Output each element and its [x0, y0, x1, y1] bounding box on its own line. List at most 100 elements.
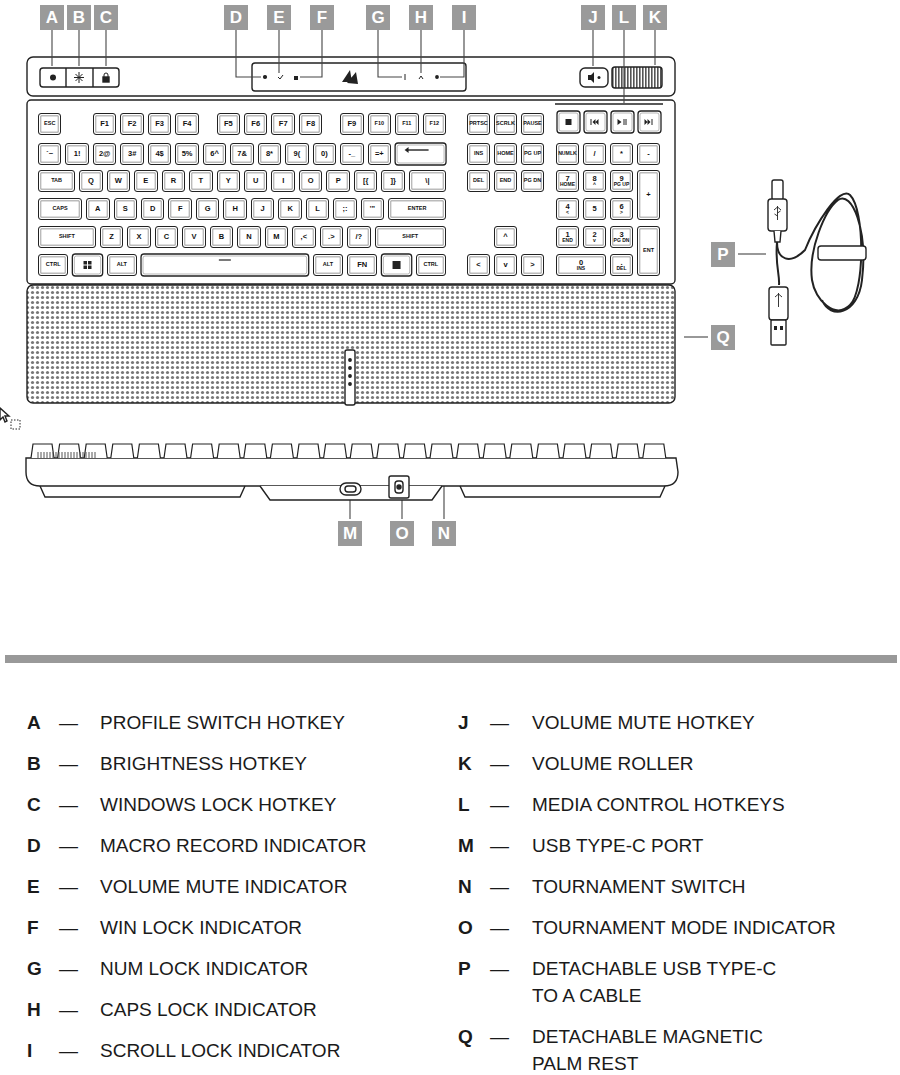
key-cap: J: [251, 198, 274, 220]
key-cap: >: [521, 254, 544, 276]
callout-box: B: [67, 5, 91, 30]
legend-letter: E: [27, 873, 40, 900]
legend-letter: L: [458, 791, 470, 818]
callout-letter: L: [619, 8, 629, 28]
callout-box: M: [338, 521, 362, 546]
key-cap: *: [610, 143, 633, 165]
key-label: END: [500, 178, 512, 184]
key-cap: 2v: [583, 226, 606, 248]
key-label: F9: [348, 120, 357, 128]
callout-box: P: [711, 242, 735, 267]
key-label: ]}: [390, 177, 395, 185]
legend-letter: D: [27, 832, 41, 859]
side-keycap: [403, 444, 426, 458]
key-cap: M: [265, 226, 288, 248]
callout-letter: E: [273, 8, 284, 28]
key-label: '": [370, 205, 375, 213]
callout-box: D: [224, 5, 248, 30]
key-cap: 6>: [610, 198, 633, 220]
callout-box: E: [267, 5, 291, 30]
key-cap: HOME: [494, 143, 517, 165]
key-label: -: [647, 150, 650, 158]
key-cap: NUMLK: [556, 143, 579, 165]
callout-box: O: [390, 521, 414, 546]
key-cap: F10: [368, 113, 391, 135]
key-cap: P: [326, 170, 349, 192]
key-cap: ^: [494, 226, 517, 248]
callout-letter: K: [649, 8, 661, 28]
side-roller: [86, 452, 87, 458]
key-cap: [395, 143, 446, 165]
key-label: W: [115, 177, 122, 185]
key-cap: N: [237, 226, 260, 248]
legend-dash: —: [59, 750, 78, 777]
legend-text: WINDOWS LOCK HOTKEY: [100, 791, 336, 818]
key-cap: O: [299, 170, 322, 192]
legend-letter: I: [27, 1037, 32, 1064]
key-cap: Q: [79, 170, 102, 192]
key-label: <: [566, 210, 569, 215]
key-label: PG DN: [614, 238, 630, 243]
key-top: [586, 113, 605, 131]
key-cap: 1END: [556, 226, 579, 248]
side-keycap: [457, 444, 480, 458]
key-icon: [84, 261, 88, 265]
callout-letter: I: [462, 8, 467, 28]
side-keycap: [563, 444, 586, 458]
legend-letter: O: [458, 914, 473, 941]
side-keycap: [84, 444, 107, 458]
key-cap: PAUSE: [521, 113, 544, 135]
side-keycap: [111, 444, 134, 458]
key-cap: ]}: [381, 170, 404, 192]
key-cap: E: [134, 170, 157, 192]
backspace-icon: [405, 147, 409, 153]
key-cap: 8*: [258, 143, 281, 165]
key-label: /: [593, 150, 595, 158]
key-cap: PRTSC: [467, 113, 490, 135]
side-roller: [62, 452, 63, 458]
key-cap: <: [467, 254, 490, 276]
side-roller: [68, 452, 69, 458]
key-label: PG UP: [614, 182, 630, 187]
key-cap: 5%: [175, 143, 198, 165]
key-cap: \|: [409, 170, 446, 192]
callout-letter: G: [371, 8, 384, 28]
side-roller: [41, 452, 42, 458]
key-label: >: [530, 261, 534, 269]
callout-letter: A: [46, 8, 58, 28]
key-cap: A: [86, 198, 109, 220]
legend-dash: —: [59, 873, 78, 900]
key-label: 7: [565, 175, 569, 183]
key-label: ,<: [301, 233, 307, 241]
media-icon: [645, 119, 653, 125]
key-cap: T: [189, 170, 212, 192]
key-label: 6: [619, 203, 623, 211]
legend-dash: —: [59, 1037, 78, 1064]
key-label: HOME: [560, 182, 575, 187]
legend-dash: —: [490, 709, 509, 736]
key-label: S: [123, 205, 128, 213]
key-cap: F11: [395, 113, 418, 135]
callout-letter: M: [343, 524, 357, 544]
key-cap: L: [306, 198, 329, 220]
key-cap: +: [637, 170, 660, 220]
key-top: [383, 256, 409, 274]
key-icon: [84, 266, 88, 270]
legend-text: MACRO RECORD INDICATOR: [100, 832, 366, 859]
side-keycap: [430, 444, 453, 458]
key-cap: ,<: [292, 226, 315, 248]
key-label: J: [261, 205, 265, 213]
key-cap: -_: [340, 143, 363, 165]
key-cap: X: [127, 226, 150, 248]
key-top: [640, 113, 659, 131]
side-keycap: [377, 444, 400, 458]
side-keycap: [137, 444, 160, 458]
key-label: M: [273, 233, 279, 241]
key-cap: 7HOME: [556, 170, 579, 192]
key-label: F5: [224, 120, 233, 128]
key-top: [397, 145, 444, 163]
side-roller: [83, 452, 84, 458]
key-label: PG UP: [524, 151, 541, 157]
key-cap: 6^: [203, 143, 226, 165]
